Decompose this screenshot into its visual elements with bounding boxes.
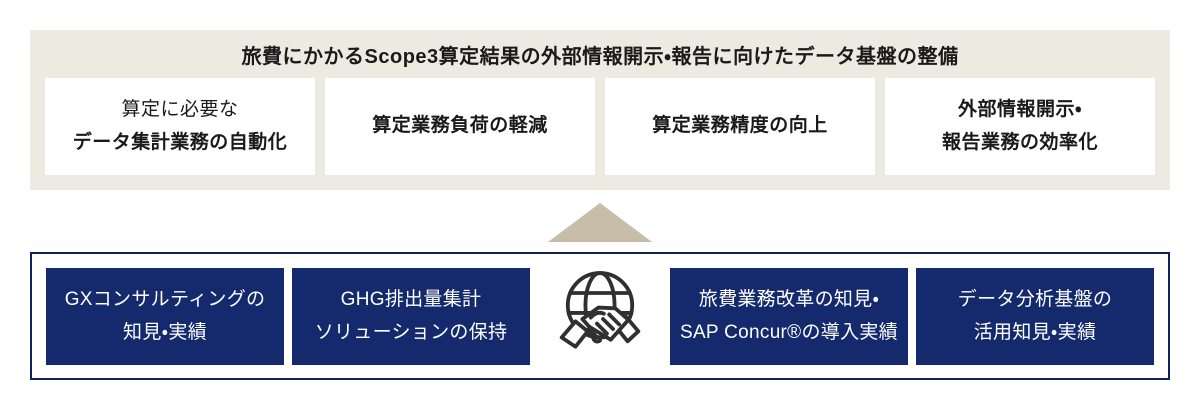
goal-line: 算定に必要な — [121, 99, 239, 121]
goal-line: 算定業務負荷の軽減 — [372, 115, 548, 137]
icon-cell — [538, 254, 662, 378]
strengths-panel: GXコンサルティングの 知見・実績 GHG排出量集計 ソリューションの保持 — [30, 252, 1170, 380]
strength-line: データ分析基盤の — [957, 288, 1113, 310]
goal-box-workload-reduction: 算定業務負荷の軽減 — [325, 78, 595, 175]
strength-box-data-analytics: データ分析基盤の 活用知見・実績 — [916, 267, 1154, 365]
strength-box-travel-reform-sap-concur: 旅費業務改革の知見・ SAP Concur®の導入実績 — [670, 267, 908, 365]
strength-line: 旅費業務改革の知見・ — [698, 288, 880, 310]
goal-box-data-aggregation-automation: 算定に必要な データ集計業務の自動化 — [45, 78, 315, 175]
strength-line: GXコンサルティングの — [64, 288, 266, 310]
strength-box-ghg-solution: GHG排出量集計 ソリューションの保持 — [292, 267, 530, 365]
goal-box-accuracy-improvement: 算定業務精度の向上 — [605, 78, 875, 175]
goal-row: 算定に必要な データ集計業務の自動化 算定業務負荷の軽減 算定業務精度の向上 外… — [45, 78, 1155, 175]
goal-line: 報告業務の効率化 — [941, 131, 1098, 153]
strength-line: SAP Concur®の導入実績 — [679, 322, 898, 343]
goal-panel: 旅費にかかるScope3算定結果の外部情報開示・報告に向けたデータ基盤の整備 算… — [30, 30, 1170, 190]
strength-line: ソリューションの保持 — [314, 322, 508, 343]
globe-handshake-icon — [559, 271, 641, 349]
goal-box-disclosure-efficiency: 外部情報開示・ 報告業務の効率化 — [885, 78, 1155, 175]
goal-line: 算定業務精度の向上 — [652, 115, 828, 137]
goal-panel-title: 旅費にかかるScope3算定結果の外部情報開示・報告に向けたデータ基盤の整備 — [241, 45, 959, 68]
strength-line: GHG排出量集計 — [340, 288, 482, 310]
goal-line: 外部情報開示・ — [958, 99, 1082, 121]
strength-line: 知見・実績 — [123, 322, 207, 343]
strength-box-gx-consulting: GXコンサルティングの 知見・実績 — [46, 267, 284, 365]
goal-line: データ集計業務の自動化 — [72, 131, 288, 153]
up-arrow — [548, 203, 652, 242]
strength-line: 活用知見・実績 — [973, 322, 1097, 343]
